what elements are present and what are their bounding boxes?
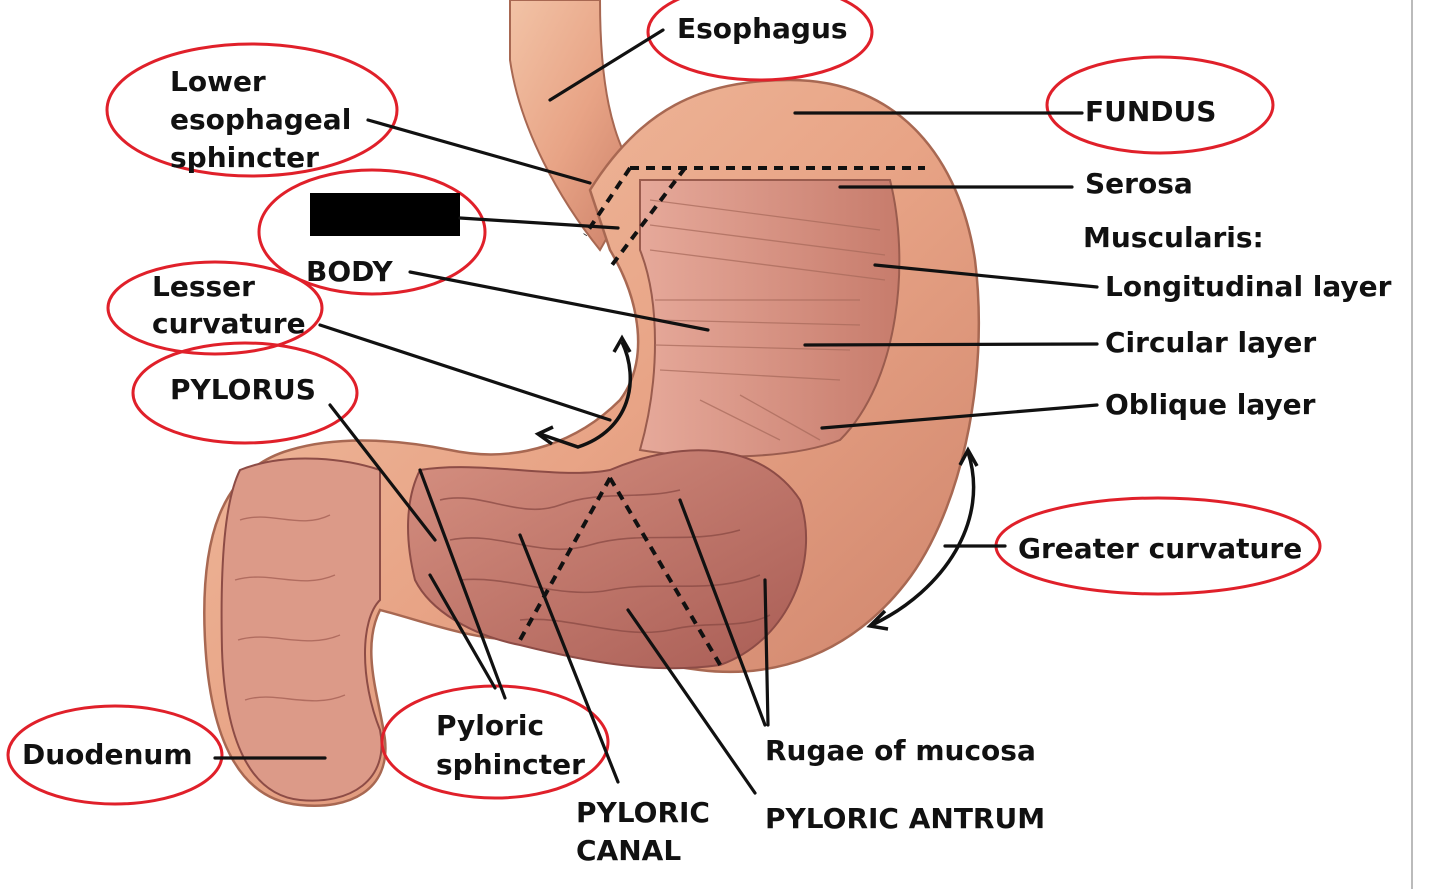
label-pyloric-antrum: PYLORIC ANTRUM: [765, 802, 1045, 835]
esophagus-circle: [646, 0, 874, 82]
body-circle: [257, 168, 487, 296]
greater-curvature-arrow: [871, 451, 976, 627]
lesser-curvature-arrow: [539, 341, 633, 449]
leader-lines: [213, 28, 1099, 795]
lesser-arrowhead-bottom: [534, 425, 554, 446]
antrum-dash: [518, 476, 724, 670]
label-lesser-line2: curvature: [152, 307, 306, 340]
fundus-circle: [1045, 55, 1275, 155]
greater-arrowhead-bottom: [866, 609, 889, 631]
label-esophagus: Esophagus: [677, 12, 848, 45]
label-body: BODY: [306, 255, 393, 288]
label-oblique-layer: Oblique layer: [1105, 388, 1316, 421]
label-pyloric-sphincter-line2: sphincter: [436, 748, 585, 781]
label-pyloric-canal-line2: CANAL: [576, 834, 681, 867]
muscularis-region: [638, 179, 901, 458]
label-pyloric-canal-line1: PYLORIC: [576, 796, 710, 829]
label-les-line1: Lower: [170, 65, 266, 98]
label-circular-layer: Circular layer: [1105, 326, 1316, 359]
lesser-arrowhead-top: [612, 334, 632, 353]
label-pyloric-sphincter-line1: Pyloric: [436, 709, 544, 742]
lesser-curvature-circle: [106, 260, 324, 356]
duodenum-folds: [234, 514, 346, 702]
stomach-interior: [407, 449, 808, 670]
label-muscularis: Muscularis:: [1083, 221, 1264, 254]
pylorus-circle: [131, 341, 359, 445]
cardia-dash: [583, 166, 925, 267]
greater-arrowhead-top: [958, 446, 979, 467]
les-circle: [105, 42, 399, 178]
label-longitudinal-layer: Longitudinal layer: [1105, 270, 1392, 303]
label-lesser-line1: Lesser: [152, 270, 255, 303]
label-serosa: Serosa: [1085, 167, 1193, 200]
duodenum-shape: [220, 457, 383, 802]
label-fundus: FUNDUS: [1085, 95, 1216, 128]
label-les-line2: esophageal: [170, 103, 351, 136]
duodenum-circle: [6, 704, 224, 806]
label-pylorus: PYLORUS: [170, 373, 316, 406]
muscle-fibers: [649, 199, 886, 441]
label-duodenum: Duodenum: [22, 738, 193, 771]
label-les-line3: sphincter: [170, 141, 319, 174]
redacted-label-box: [310, 193, 460, 236]
pyloric-sphincter-circle: [380, 684, 610, 800]
label-greater-curvature: Greater curvature: [1018, 532, 1302, 565]
label-rugae-of-mucosa: Rugae of mucosa: [765, 734, 1036, 767]
